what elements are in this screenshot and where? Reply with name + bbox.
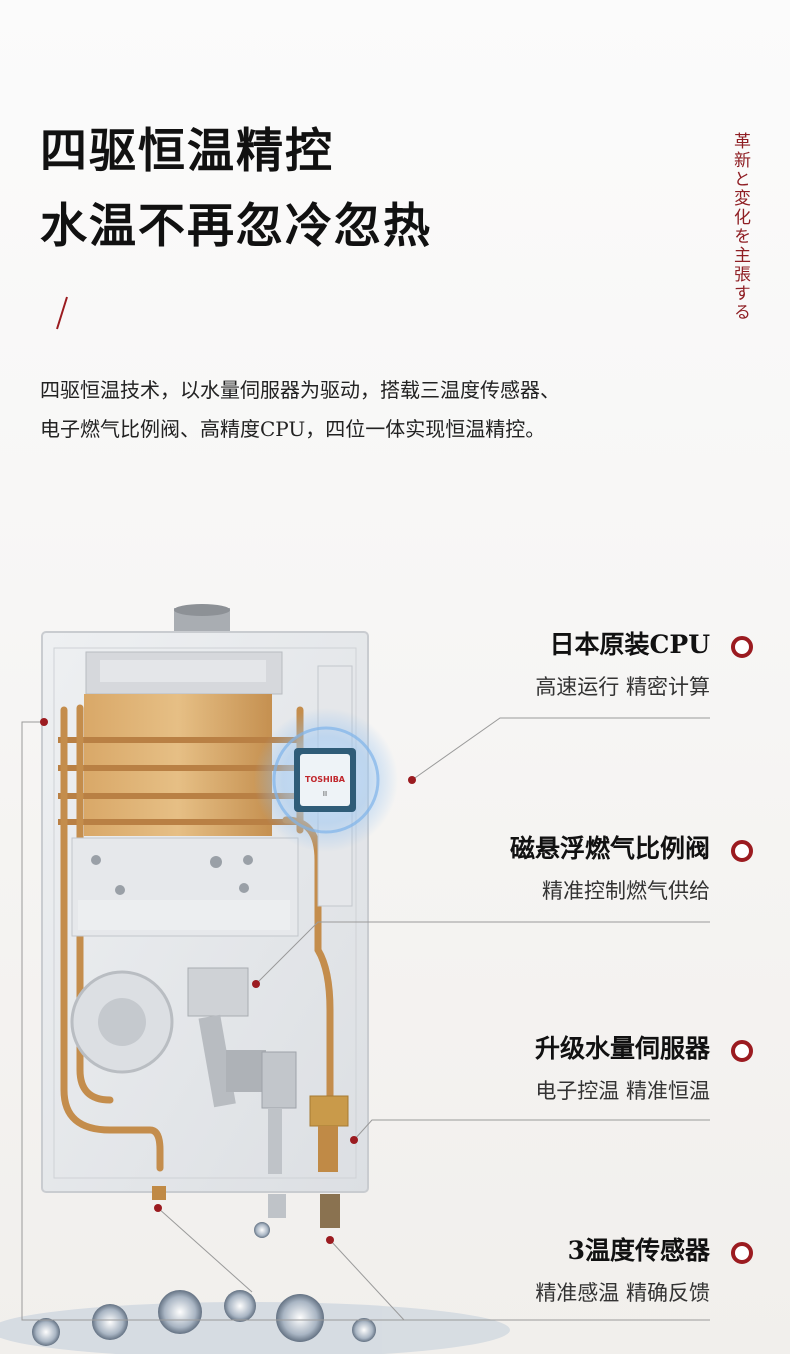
feature-gas-valve: 磁悬浮燃气比例阀 精准控制燃气供给 — [510, 832, 710, 908]
chip-mark: II — [323, 790, 327, 798]
headline-line-1: 四驱恒温精控 — [40, 124, 334, 179]
feature-title: 磁悬浮燃气比例阀 — [509, 834, 710, 863]
feature-marker-icon — [731, 840, 753, 862]
feature-subtitle: 高速运行 精密计算 — [535, 675, 710, 699]
feature-title: 升级水量伺服器 — [534, 1034, 710, 1063]
slash-decoration — [56, 296, 68, 330]
feature-cpu: 日本原装CPU 高速运行 精密计算 — [535, 628, 710, 704]
water-servo — [309, 1095, 349, 1127]
feature-water-servo: 升级水量伺服器 电子控温 精准恒温 — [535, 1032, 710, 1108]
feature-temp-sensors: 3温度传感器 精准感温 精确反馈 — [535, 1234, 710, 1310]
feature-title: 3温度传感器 — [567, 1236, 710, 1265]
feature-marker-icon — [731, 636, 753, 658]
feature-marker-icon — [731, 1242, 753, 1264]
feature-subtitle: 电子控温 精准恒温 — [535, 1079, 710, 1103]
feature-marker-icon — [731, 1040, 753, 1062]
vertical-tagline: 革新と変化を主張する — [730, 132, 750, 322]
feature-title: 日本原装CPU — [549, 630, 711, 659]
chip-brand: TOSHIBA — [305, 775, 346, 784]
headline-line-2: 水温不再忽冷忽热 — [40, 199, 432, 254]
feature-subtitle: 精准感温 精确反馈 — [535, 1281, 710, 1305]
water-heater-illustration: TOSHIBA II — [0, 604, 510, 1354]
description-line-2: 电子燃气比例阀、高精度CPU，四位一体实现恒温精控。 — [40, 417, 546, 441]
feature-subtitle: 精准控制燃气供给 — [542, 879, 710, 903]
water-splash — [0, 1222, 510, 1354]
description-line-1: 四驱恒温技术，以水量伺服器为驱动，搭载三温度传感器、 — [40, 378, 560, 402]
description: 四驱恒温技术，以水量伺服器为驱动，搭载三温度传感器、 电子燃气比例阀、高精度CP… — [40, 371, 700, 449]
